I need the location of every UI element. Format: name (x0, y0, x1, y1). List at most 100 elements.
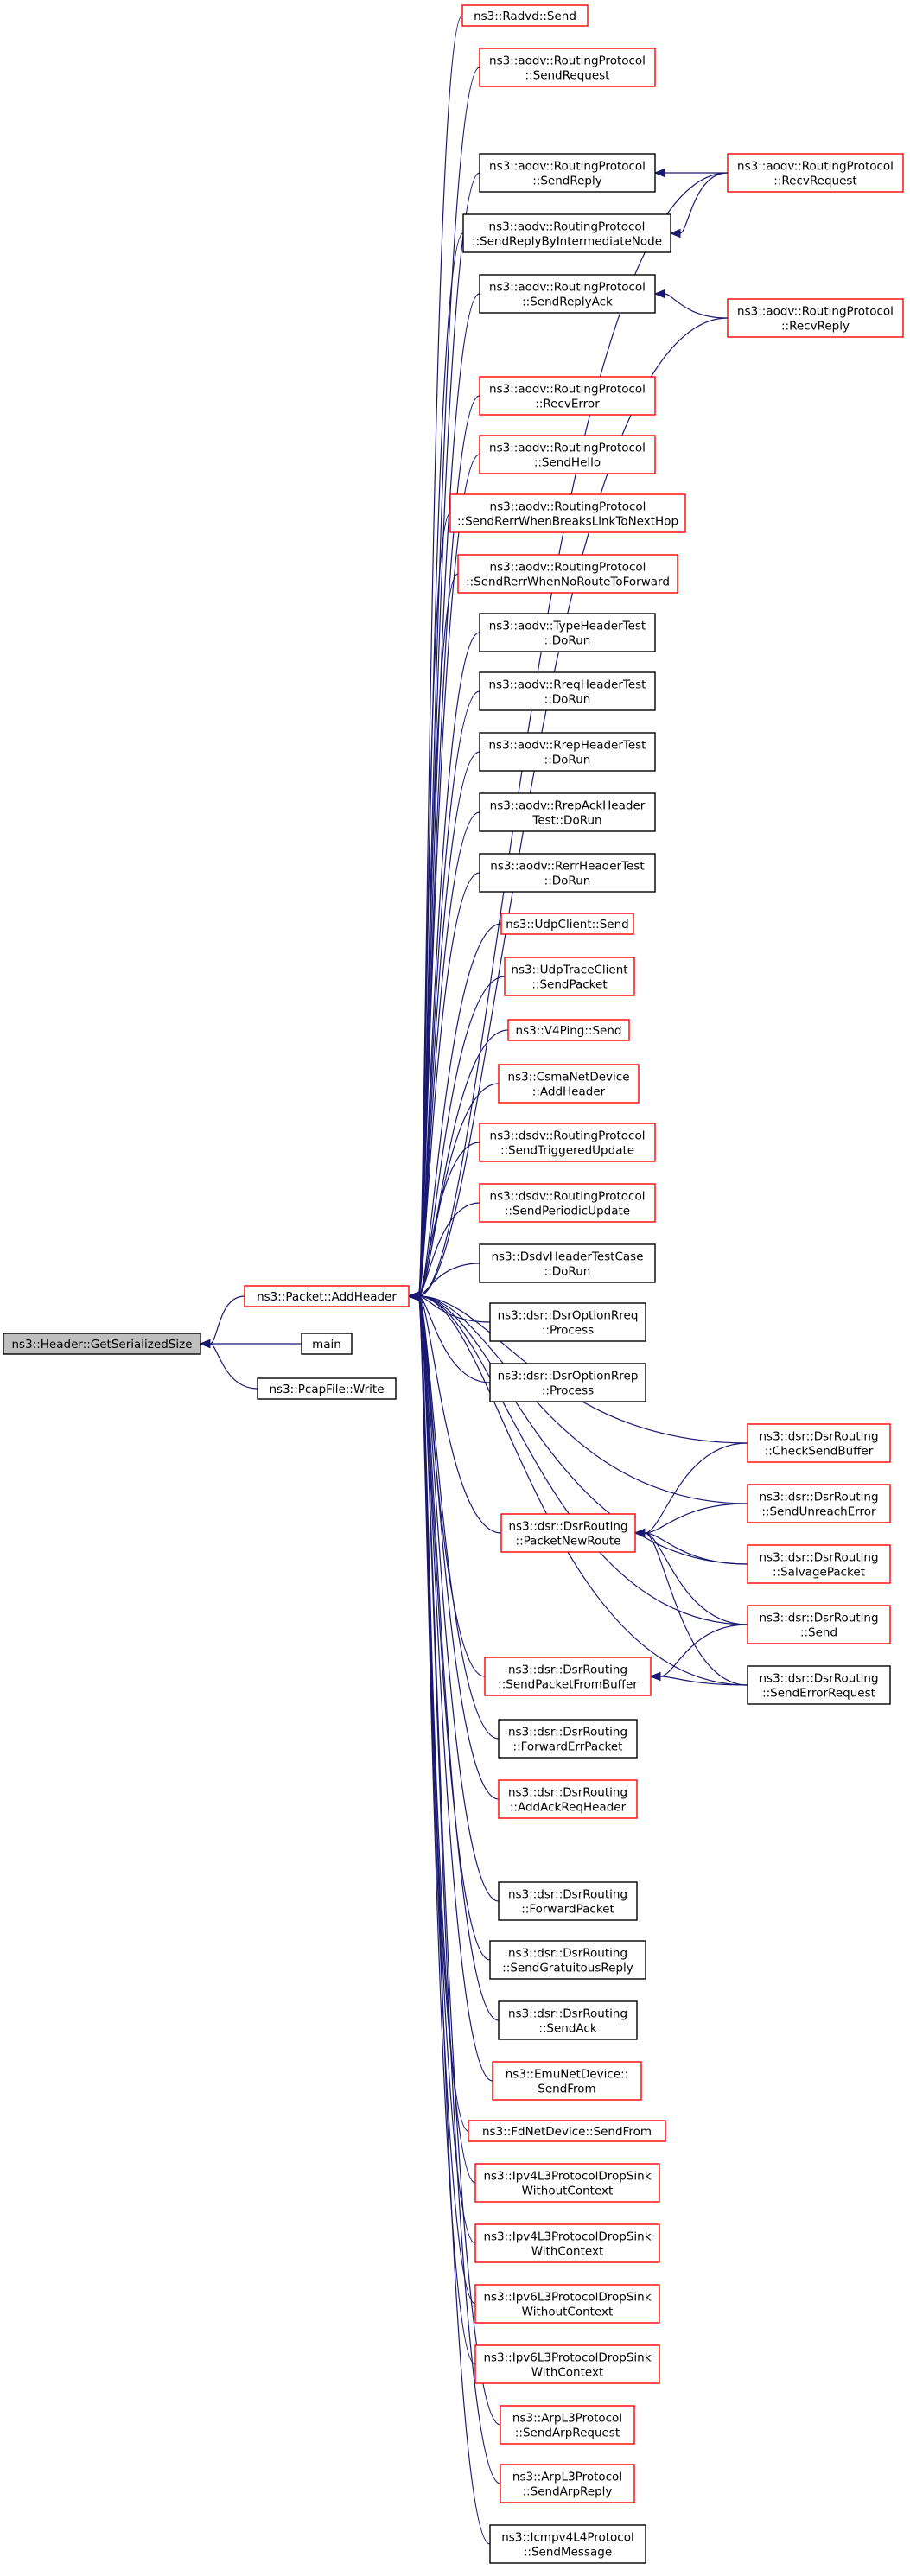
node-label: ::RecvRequest (773, 175, 856, 188)
node-box (479, 274, 656, 314)
node-box (3, 1333, 201, 1355)
node-dsr_fromsbuffer[interactable]: ns3::dsr::DsrRouting::SendPacketFromBuff… (484, 1657, 652, 1696)
node-label: ::CheckSendBuffer (765, 1445, 874, 1459)
node-udptrace[interactable]: ns3::UdpTraceClient::SendPacket (504, 957, 635, 996)
node-dsr_errreq[interactable]: ns3::dsr::DsrRouting::SendErrorRequest (747, 1665, 891, 1705)
node-dsr_sendack[interactable]: ns3::dsr::DsrRouting::SendAck (498, 2000, 638, 2040)
node-label: SendFrom (538, 2083, 595, 2096)
node-box (468, 2120, 666, 2142)
node-dsdv_test[interactable]: ns3::DsdvHeaderTestCase::DoRun (479, 1243, 656, 1283)
node-csma[interactable]: ns3::CsmaNetDevice::AddHeader (498, 1064, 640, 1104)
node-dsdv_trig[interactable]: ns3::dsdv::RoutingProtocol::SendTriggere… (479, 1123, 656, 1162)
node-aodv_rreqtest[interactable]: ns3::aodv::RreqHeaderTest::DoRun (479, 671, 656, 711)
node-aodv_typetest[interactable]: ns3::aodv::TypeHeaderTest::DoRun (479, 613, 656, 652)
node-aodv_rerrbreaks[interactable]: ns3::aodv::RoutingProtocol::SendRerrWhen… (449, 493, 686, 533)
node-label: ::PacketNewRoute (516, 1535, 621, 1549)
node-dsr_rreq[interactable]: ns3::dsr::DsrOptionRreq::Process (489, 1302, 646, 1342)
node-emu[interactable]: ns3::EmuNetDevice::SendFrom (492, 2061, 642, 2101)
node-label: ::ForwardPacket (521, 1903, 614, 1917)
node-aodv_sendreplyack[interactable]: ns3::aodv::RoutingProtocol::SendReplyAck (479, 274, 656, 314)
node-label: ::AddAckReqHeader (510, 1801, 627, 1815)
node-arp_reply[interactable]: ns3::ArpL3Protocol::SendArpReply (500, 2464, 635, 2503)
edge-pcapwrite-to-getsize (199, 1339, 258, 1390)
edge-line (417, 1295, 476, 2305)
node-fd[interactable]: ns3::FdNetDevice::SendFrom (468, 2120, 666, 2142)
node-label: ns3::dsr::DsrRouting (508, 1520, 627, 1534)
node-dsr_rrep[interactable]: ns3::dsr::DsrOptionRrep::Process (489, 1363, 646, 1402)
node-dsr_unreach[interactable]: ns3::dsr::DsrRouting::SendUnreachError (747, 1484, 891, 1523)
node-aodv_sendrequest[interactable]: ns3::aodv::RoutingProtocol::SendRequest (479, 48, 656, 87)
node-addheader[interactable]: ns3::Packet::AddHeader (244, 1285, 410, 1307)
edge-dsr_gratuitous-to-addheader (407, 1291, 491, 1961)
edge-arrowhead (653, 289, 665, 299)
node-label: ns3::FdNetDevice::SendFrom (482, 2125, 652, 2139)
node-box (474, 2163, 660, 2203)
node-dsr_checksend[interactable]: ns3::dsr::DsrRouting::CheckSendBuffer (747, 1423, 891, 1463)
edge-line (417, 1295, 502, 1534)
node-label: ns3::dsr::DsrRouting (759, 1672, 878, 1686)
node-dsr_gratuitous[interactable]: ns3::dsr::DsrRouting::SendGratuitousRepl… (489, 1940, 646, 1980)
node-label: ns3::aodv::RreqHeaderTest (489, 678, 646, 692)
node-aodv_rreptest[interactable]: ns3::aodv::RrepHeaderTest::DoRun (479, 732, 656, 772)
node-dsr_ackreq[interactable]: ns3::dsr::DsrRouting::AddAckReqHeader (498, 1779, 638, 1819)
node-ipv4_without[interactable]: ns3::Ipv4L3ProtocolDropSinkWithoutContex… (474, 2163, 660, 2203)
node-label: ns3::aodv::RoutingProtocol (737, 305, 894, 319)
edge-aodv_recvrequest-to-aodv_sendreply (653, 168, 728, 178)
node-main[interactable]: main (301, 1333, 353, 1355)
node-arp_request[interactable]: ns3::ArpL3Protocol::SendArpRequest (500, 2405, 635, 2445)
node-dsdv_periodic[interactable]: ns3::dsdv::RoutingProtocol::SendPeriodic… (479, 1183, 656, 1223)
node-dsr_salvage[interactable]: ns3::dsr::DsrRouting::SalvagePacket (747, 1544, 891, 1584)
node-v4ping[interactable]: ns3::V4Ping::Send (507, 1019, 630, 1041)
edge-line (417, 1295, 476, 2365)
node-aodv_recvrequest[interactable]: ns3::aodv::RoutingProtocol::RecvRequest (727, 153, 904, 193)
node-udpclient[interactable]: ns3::UdpClient::Send (500, 913, 634, 935)
node-aodv_rerrnoroute[interactable]: ns3::aodv::RoutingProtocol::SendRerrWhen… (457, 554, 678, 594)
node-box (462, 213, 671, 253)
node-label: ns3::CsmaNetDevice (507, 1071, 629, 1084)
node-getsize[interactable]: ns3::Header::GetSerializedSize (3, 1333, 201, 1355)
node-aodv_recvreply[interactable]: ns3::aodv::RoutingProtocol::RecvReply (727, 298, 904, 338)
node-box (479, 376, 656, 416)
edge-line (679, 172, 729, 234)
node-box (479, 732, 656, 772)
node-label: ns3::dsr::DsrRouting (759, 1612, 878, 1625)
node-aodv_recverror[interactable]: ns3::aodv::RoutingProtocol::RecvError (479, 376, 656, 416)
node-label: ns3::Icmpv4L4Protocol (501, 2531, 634, 2545)
edge-arrowhead (653, 168, 665, 178)
node-label: ns3::aodv::RoutingProtocol (489, 220, 646, 234)
node-dsr_fwderr[interactable]: ns3::dsr::DsrRouting::ForwardErrPacket (498, 1719, 638, 1759)
node-box (747, 1665, 891, 1705)
node-aodv_rerrtest[interactable]: ns3::aodv::RerrHeaderTest::DoRun (479, 853, 656, 893)
node-box (500, 2405, 635, 2445)
node-dsr_fwdpkt[interactable]: ns3::dsr::DsrRouting::ForwardPacket (498, 1881, 638, 1921)
edge-line (417, 976, 506, 1297)
node-radvd[interactable]: ns3::Radvd::Send (461, 4, 589, 27)
node-label: ::RecvError (535, 398, 600, 411)
node-label: ns3::dsr::DsrRouting (759, 1551, 878, 1565)
node-ipv6_without[interactable]: ns3::Ipv6L3ProtocolDropSinkWithoutContex… (474, 2284, 660, 2324)
node-aodv_sendhello[interactable]: ns3::aodv::RoutingProtocol::SendHello (479, 435, 656, 474)
edge-line (644, 1503, 748, 1534)
edge-line (417, 1295, 748, 1565)
node-aodv_sendreplyinter[interactable]: ns3::aodv::RoutingProtocol::SendReplyByI… (462, 213, 671, 253)
node-dsr_newroute[interactable]: ns3::dsr::DsrRouting::PacketNewRoute (500, 1513, 636, 1553)
node-box (507, 1019, 630, 1041)
node-aodv_sendreply[interactable]: ns3::aodv::RoutingProtocol::SendReply (479, 153, 656, 193)
edge-line (417, 1295, 486, 1677)
node-icmpv4[interactable]: ns3::Icmpv4L4Protocol::SendMessage (489, 2524, 646, 2564)
node-label: ns3::aodv::RoutingProtocol (489, 160, 646, 174)
node-label: ns3::dsr::DsrRouting (508, 1786, 627, 1800)
node-box (479, 48, 656, 87)
node-pcapwrite[interactable]: ns3::PcapFile::Write (257, 1377, 397, 1400)
edge-line (417, 1295, 500, 1902)
node-dsr_send[interactable]: ns3::dsr::DsrRouting::Send (747, 1605, 891, 1644)
node-box (457, 554, 678, 594)
node-box (479, 792, 656, 832)
node-label: ns3::aodv::RoutingProtocol (490, 561, 646, 575)
edge-aodv_rerrbreaks-to-addheader (407, 512, 451, 1301)
edge-dsr_unreach-to-dsr_newroute (633, 1503, 748, 1538)
node-label: ns3::Ipv4L3ProtocolDropSink (483, 2170, 651, 2184)
